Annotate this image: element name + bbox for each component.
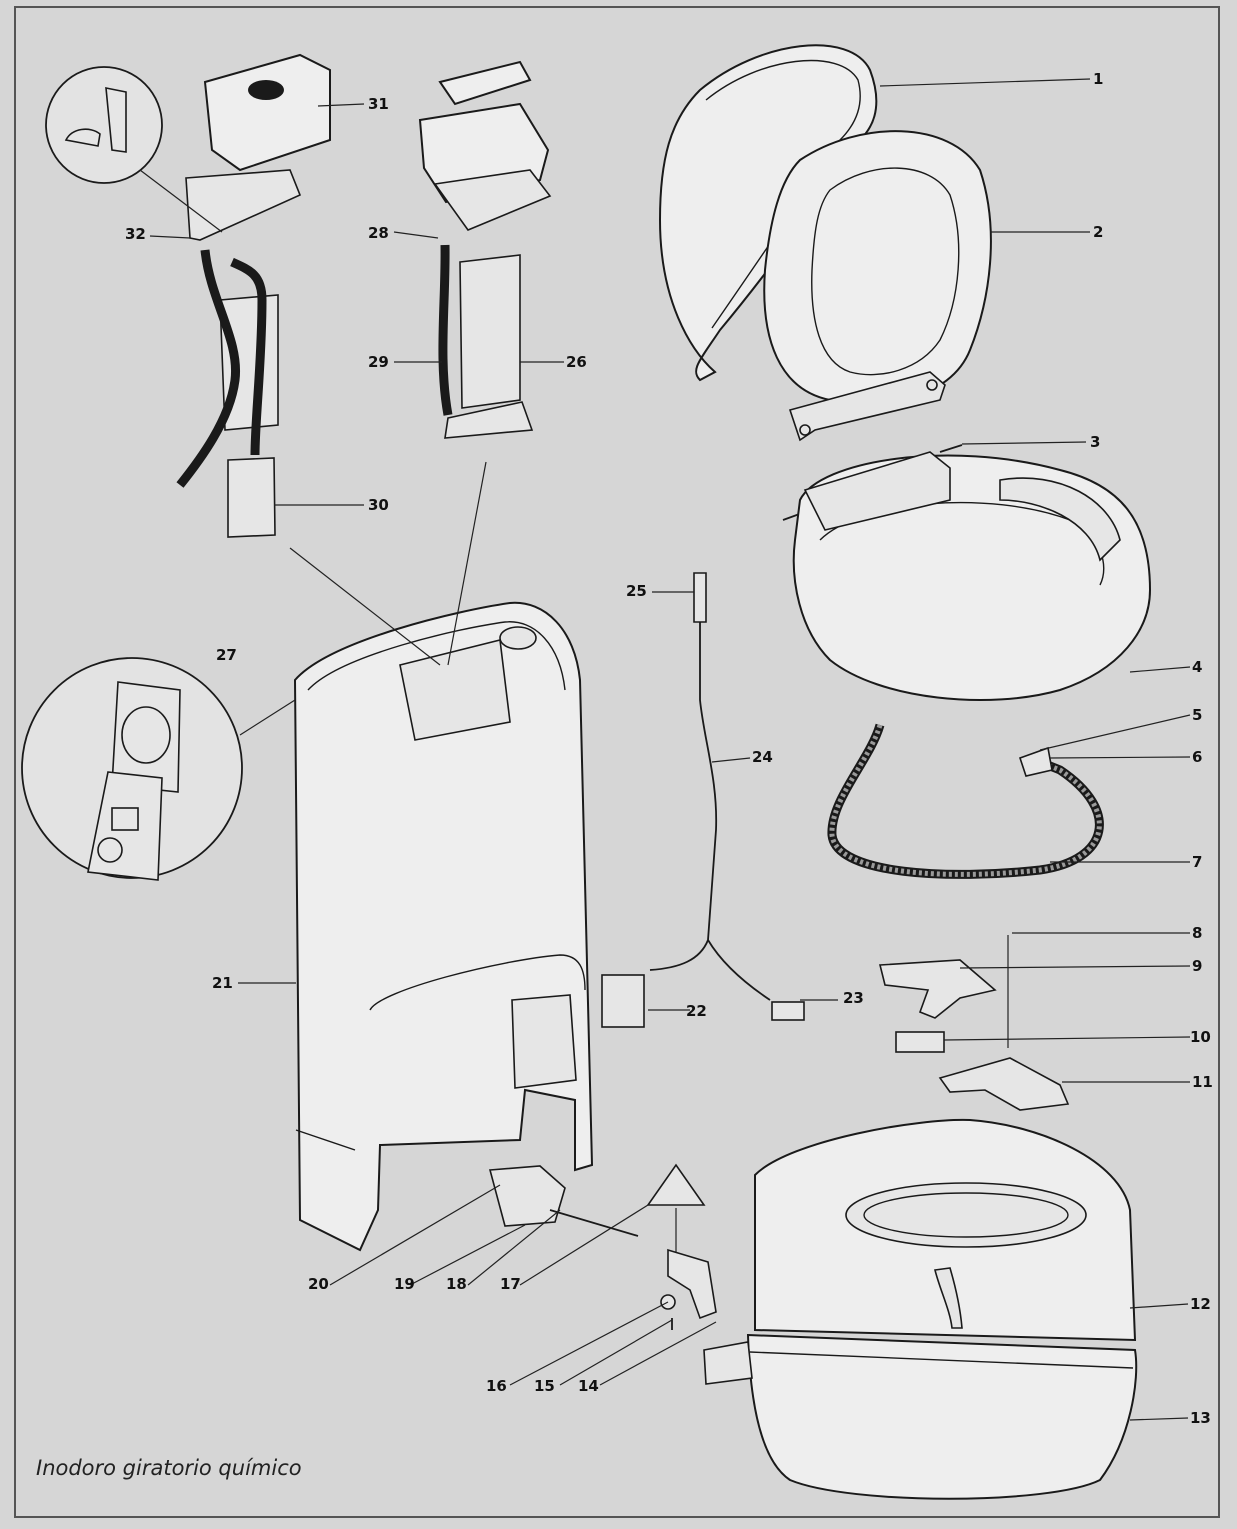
callout-8: 8 <box>1192 924 1202 942</box>
part-level-sensor-cable <box>601 572 805 1028</box>
part-manual-pump <box>418 60 552 439</box>
callout-23: 23 <box>843 989 864 1007</box>
callout-10: 10 <box>1190 1028 1211 1046</box>
callout-13: 13 <box>1190 1409 1211 1427</box>
callout-3: 3 <box>1090 433 1100 451</box>
callout-6: 6 <box>1192 748 1202 766</box>
callout-17: 17 <box>500 1275 521 1293</box>
callout-19: 19 <box>394 1275 415 1293</box>
callout-28: 28 <box>368 224 389 242</box>
part-pump-detail-inset <box>45 66 223 233</box>
callout-24: 24 <box>752 748 773 766</box>
part-seat <box>763 130 992 442</box>
leader-lines <box>149 78 1191 1421</box>
callout-27: 27 <box>216 646 237 664</box>
part-valve-clips <box>878 935 1070 1111</box>
callout-7: 7 <box>1192 853 1202 871</box>
part-flush-hose <box>827 723 1104 879</box>
callout-15: 15 <box>534 1377 555 1395</box>
callout-32: 32 <box>125 225 146 243</box>
callout-4: 4 <box>1192 658 1202 676</box>
part-bowl <box>792 451 1152 701</box>
callout-14: 14 <box>578 1377 599 1395</box>
part-waste-tank <box>754 1118 1137 1342</box>
callout-18: 18 <box>446 1275 467 1293</box>
callout-9: 9 <box>1192 957 1202 975</box>
callout-1: 1 <box>1093 70 1103 88</box>
callout-22: 22 <box>686 1002 707 1020</box>
part-service-door-detail <box>21 657 243 881</box>
callout-20: 20 <box>308 1275 329 1293</box>
callout-31: 31 <box>368 95 389 113</box>
part-electric-pump <box>176 53 331 538</box>
callout-21: 21 <box>212 974 233 992</box>
callout-labels: 1 2 3 4 5 6 7 8 9 10 11 12 13 14 15 16 1… <box>125 70 1213 1427</box>
callout-29: 29 <box>368 353 389 371</box>
diagram-caption: Inodoro giratorio químico <box>36 1456 302 1480</box>
callout-16: 16 <box>486 1377 507 1395</box>
callout-25: 25 <box>626 582 647 600</box>
part-cassette-housing <box>293 601 594 1252</box>
callout-12: 12 <box>1190 1295 1211 1313</box>
part-tank-base <box>703 1333 1138 1500</box>
part-lid <box>658 44 878 382</box>
callout-26: 26 <box>566 353 587 371</box>
callout-30: 30 <box>368 496 389 514</box>
callout-11: 11 <box>1192 1073 1213 1091</box>
part-slider-mechanism <box>488 1163 717 1330</box>
callout-5: 5 <box>1192 706 1202 724</box>
callout-2: 2 <box>1093 223 1103 241</box>
